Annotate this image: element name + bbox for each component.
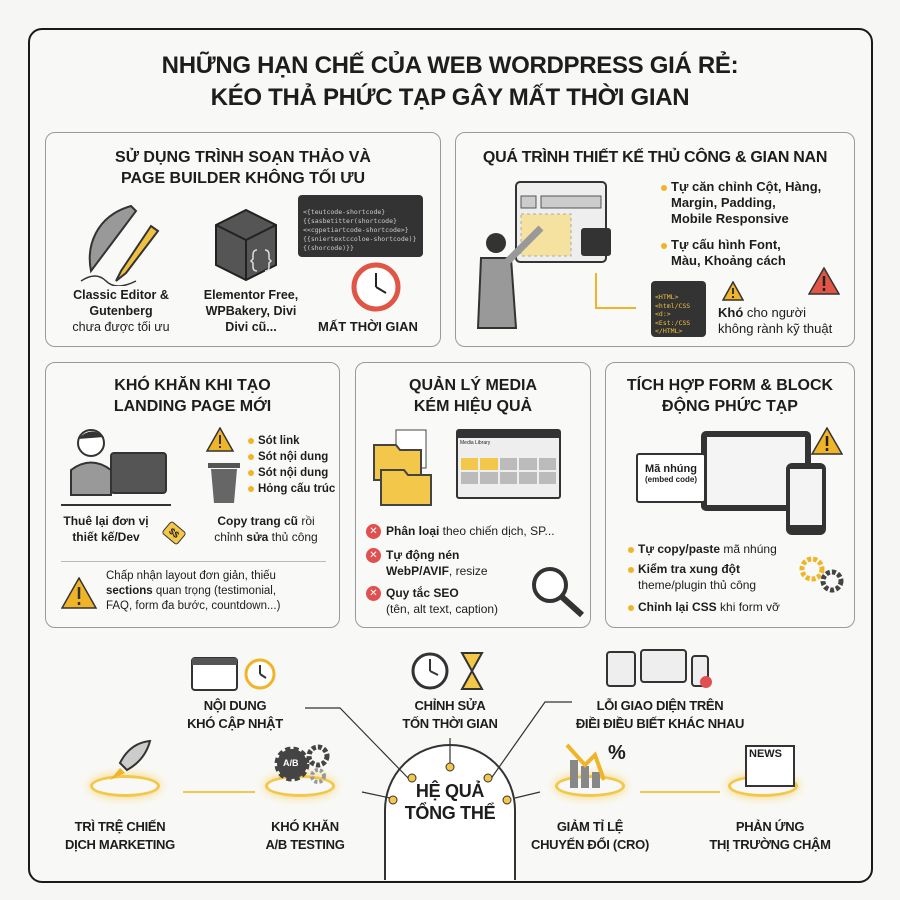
clock-hourglass-icon [411, 652, 484, 690]
trash-icon [208, 463, 240, 503]
divider [61, 561, 326, 562]
embed-code-window: Mã nhúng(embed code) [636, 453, 706, 503]
glow-ring [90, 775, 160, 797]
media-item: ✕Quy tắc SEO(tên, alt text, caption) [366, 585, 498, 617]
warning-icon [61, 577, 97, 609]
phone-form-icon [786, 463, 826, 535]
time-loss-label: MẤT THỜI GIAN [318, 319, 418, 334]
price-tag-icon: $$ [161, 520, 187, 546]
x-icon: ✕ [366, 548, 381, 564]
rocket-icon [110, 739, 152, 780]
builder-block-icon [215, 208, 277, 282]
warning-icon [722, 281, 744, 301]
panel-manual-design: QUÁ TRÌNH THIẾT KẾ THỦ CÔNG & GIAN NAN T… [455, 132, 855, 347]
designer-illustration [476, 181, 636, 329]
x-icon: ✕ [366, 524, 381, 540]
form-item: Chỉnh lại CSS khi form vỡ [628, 599, 780, 615]
newspaper-icon: NEWS [745, 745, 795, 787]
ab-gears-icon [274, 744, 330, 784]
panel-title: QUÁ TRÌNH THIẾT KẾ THỦ CÔNG & GIAN NAN [482, 149, 828, 166]
quill-pencil-icon [80, 204, 160, 286]
percent-label: % [608, 742, 626, 764]
html-code-window: <HTML><html/CSS<d:><Est:/CSS</HTML> [651, 281, 706, 337]
media-item: ✕Phân loại theo chiến dịch, SP... [366, 523, 555, 540]
magnifier-icon [532, 567, 585, 618]
warning-icon [811, 427, 843, 455]
media-library-window: Media Library [456, 429, 561, 499]
x-icon: ✕ [366, 586, 381, 602]
gears-icon [799, 556, 844, 593]
consequence-connectors [183, 701, 720, 880]
page-title: NHỮNG HẠN CHẾ CỦA WEB WORDPRESS GIÁ RẺ:K… [161, 52, 739, 111]
bullet-font-config: Tự cấu hình Font,Màu, Khoảng cách [661, 237, 851, 269]
glow-ring [555, 775, 625, 797]
developer-at-computer-icon [61, 429, 171, 506]
form-item: Tự copy/paste mã nhúng [628, 541, 777, 557]
ab-label: A/B [283, 758, 299, 768]
danger-warning-icon [808, 267, 840, 295]
bullet-alignment: Tự căn chỉnh Cột, Hàng,Margin, Padding,M… [661, 179, 851, 227]
folders-files-icon [373, 429, 432, 506]
shortcode-window: <{teutcode-shortcode}{{sasbetitter(short… [298, 195, 423, 257]
declining-chart-icon [565, 743, 605, 788]
devices-error-icon [606, 649, 712, 688]
warning-icon [206, 427, 234, 452]
alarm-clock-icon [351, 262, 401, 312]
calendar-stopwatch-icon [191, 657, 276, 691]
